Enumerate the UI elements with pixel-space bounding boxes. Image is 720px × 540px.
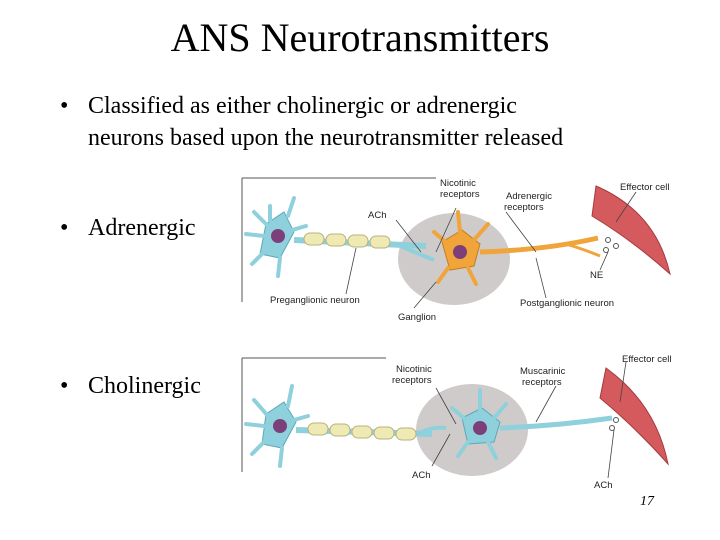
- label-preganglionic: Preganglionic neuron: [270, 295, 360, 306]
- neuron-pathway-figure: Nicotinic receptors ACh Adrenergic recep…: [236, 172, 686, 494]
- bullet-text: Cholinergic: [88, 373, 201, 399]
- label-nicotinic-line1: Nicotinic: [396, 364, 432, 375]
- effector-cell-cholinergic: [599, 367, 669, 466]
- bullet-marker: •: [60, 215, 69, 241]
- label-ach-effector: ACh: [594, 480, 612, 491]
- preganglionic-axon: [295, 422, 447, 441]
- preganglionic-soma: [244, 196, 308, 278]
- neuron-pathway-illustration: Nicotinic receptors ACh Adrenergic recep…: [241, 177, 671, 491]
- bullet-cholinergic: • Cholinergic: [60, 372, 260, 402]
- bullet-adrenergic: • Adrenergic: [60, 214, 260, 244]
- bullet-marker: •: [60, 373, 69, 399]
- label-muscarinic-line1: Muscarinic: [520, 366, 566, 377]
- label-adrenergic-line2: receptors: [504, 202, 544, 213]
- label-postganglionic: Postganglionic neuron: [520, 298, 614, 309]
- cholinergic-panel: Nicotinic receptors Muscarinic receptors…: [244, 354, 671, 491]
- preganglionic-soma: [244, 384, 310, 468]
- label-nicotinic-line1: Nicotinic: [440, 178, 476, 189]
- label-nicotinic-line2: receptors: [440, 189, 480, 200]
- bullet-text-line-1: Classified as either cholinergic or adre…: [88, 93, 517, 119]
- label-ach: ACh: [368, 210, 386, 221]
- bullet-text: Adrenergic: [88, 215, 196, 241]
- bullet-marker: •: [60, 93, 69, 119]
- label-effector-cell: Effector cell: [622, 354, 671, 365]
- preganglionic-axon: [293, 232, 435, 262]
- label-ach-ganglion: ACh: [412, 470, 430, 481]
- effector-cell-adrenergic: [591, 185, 671, 276]
- bullet-text-line-2: neurons based upon the neurotransmitter …: [88, 125, 564, 151]
- postganglionic-adrenergic-neuron: [432, 210, 601, 286]
- slide-title: ANS Neurotransmitters: [170, 15, 550, 60]
- label-effector-cell: Effector cell: [620, 182, 669, 193]
- bullet-classification: • Classified as either cholinergic or ad…: [60, 92, 680, 156]
- label-ne: NE: [590, 270, 603, 281]
- page-number: 17: [640, 494, 654, 509]
- label-ganglion: Ganglion: [398, 312, 436, 323]
- postganglionic-cholinergic-neuron: [450, 388, 613, 460]
- label-muscarinic-line2: receptors: [522, 377, 562, 388]
- label-adrenergic-line1: Adrenergic: [506, 191, 552, 202]
- label-nicotinic-line2: receptors: [392, 375, 432, 386]
- adrenergic-panel: Nicotinic receptors ACh Adrenergic recep…: [244, 178, 671, 323]
